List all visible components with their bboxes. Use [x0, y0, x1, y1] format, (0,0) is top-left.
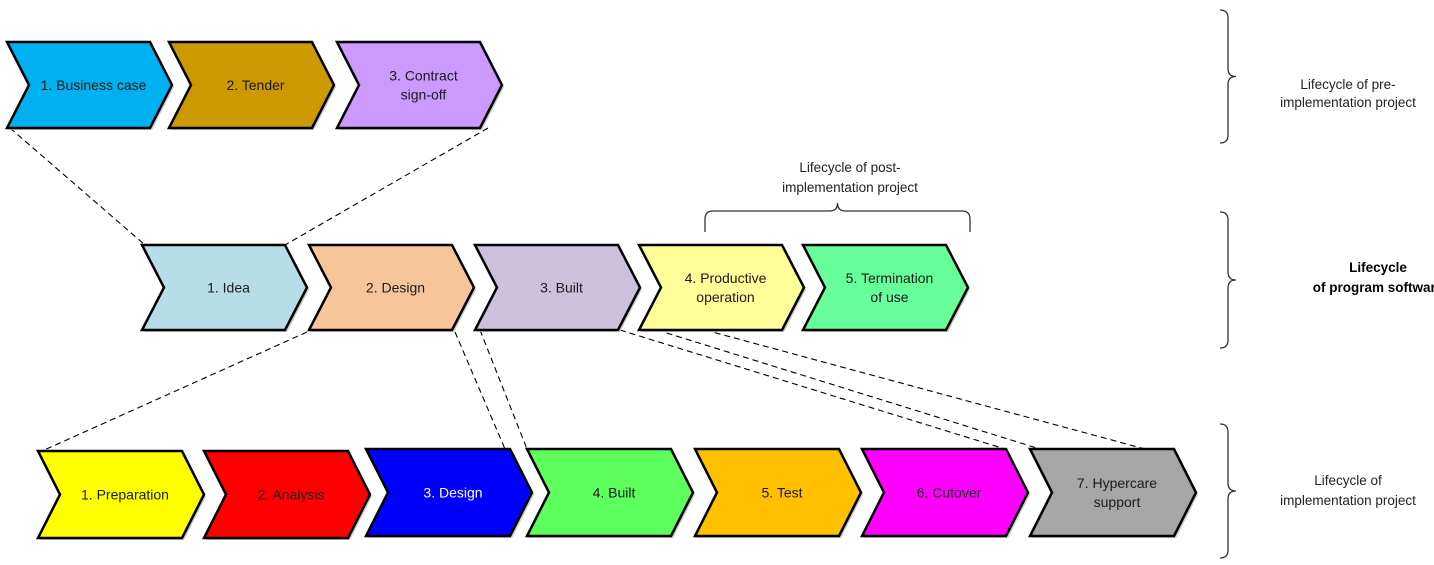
- chevron-shape: [35, 449, 206, 540]
- step-label: of use: [870, 289, 908, 305]
- step-label: 1. Preparation: [81, 487, 169, 503]
- bracket-post-implementation: Lifecycle of post-implementation project: [704, 160, 971, 232]
- step-label: 6. Cutover: [917, 485, 982, 501]
- row-label: implementation project: [1280, 493, 1416, 508]
- step-label: 1. Business case: [41, 77, 147, 93]
- step-program-software-1[interactable]: 1. Idea: [139, 243, 309, 332]
- chevron-shape: [1027, 447, 1198, 538]
- bracket-implementation: Lifecycle of implementation project: [1219, 423, 1416, 559]
- step-program-software-3[interactable]: 3. Built: [472, 243, 642, 332]
- step-label: 7. Hypercare: [1077, 475, 1157, 491]
- chevron-shape: [472, 243, 642, 332]
- step-label: 4. Built: [593, 485, 636, 501]
- step-program-software-4[interactable]: 4. Productive operation: [636, 243, 806, 332]
- step-label: 2. Design: [366, 280, 425, 296]
- chevron-shape: [800, 243, 970, 332]
- step-implementation-5[interactable]: 5. Test: [692, 447, 863, 538]
- step-label: 3. Built: [540, 280, 583, 296]
- curly-brace-icon: [1219, 9, 1237, 144]
- dashed-connector: [41, 331, 308, 452]
- curly-brace-icon: [704, 202, 971, 232]
- step-label: 5. Termination: [846, 270, 934, 286]
- chevron-rows: 1. Business case 2. Tender 3. Contract sign…: [4, 40, 1198, 540]
- row-label: Lifecycle of: [1314, 473, 1382, 488]
- row-pre-implementation: 1. Business case 2. Tender 3. Contract sign…: [4, 40, 504, 130]
- post-implementation-label: implementation project: [782, 180, 918, 195]
- row-program-software: 1. Idea 2. Design 3. Built 4. Productive ope…: [139, 243, 970, 332]
- chevron-shape: [201, 449, 372, 540]
- chevron-shape: [363, 447, 534, 538]
- step-label: 3. Contract: [389, 68, 458, 84]
- chevron-shape: [692, 447, 863, 538]
- step-label: 4. Productive: [685, 270, 767, 286]
- dashed-connector: [9, 127, 146, 246]
- curly-brace-icon: [1219, 211, 1237, 349]
- step-label: 3. Design: [423, 485, 482, 501]
- row-label: implementation project: [1280, 95, 1416, 110]
- step-label: support: [1094, 494, 1141, 510]
- step-label: operation: [696, 289, 754, 305]
- step-label: 1. Idea: [207, 280, 250, 296]
- chevron-shape: [524, 447, 695, 538]
- chevron-shape: [859, 447, 1030, 538]
- step-label: 5. Test: [762, 485, 803, 501]
- bracket-program-software: Lifecycle of program software: [1219, 211, 1434, 349]
- chevron-shape: [139, 243, 309, 332]
- step-label: 2. Analysis: [258, 487, 325, 503]
- dashed-connector: [454, 331, 506, 450]
- post-implementation-label: Lifecycle of post-: [799, 160, 900, 175]
- row-label: of program software: [1313, 280, 1434, 295]
- step-pre-implementation-3[interactable]: 3. Contract sign-off: [334, 40, 504, 130]
- row-label: Lifecycle: [1349, 260, 1407, 275]
- dashed-connector: [704, 329, 1146, 450]
- bracket-pre-implementation: Lifecycle of pre-implementation project: [1219, 9, 1416, 144]
- row-label: Lifecycle of pre-: [1300, 77, 1395, 92]
- step-implementation-1[interactable]: 1. Preparation: [35, 449, 206, 540]
- step-implementation-4[interactable]: 4. Built: [524, 447, 695, 538]
- step-pre-implementation-2[interactable]: 2. Tender: [166, 40, 336, 130]
- step-label: 2. Tender: [226, 77, 284, 93]
- chevron-shape: [306, 243, 476, 332]
- connector-lines: [9, 127, 1146, 452]
- chevron-shape: [166, 40, 336, 130]
- brackets: Lifecycle of pre-implementation projectL…: [704, 9, 1434, 559]
- chevron-shape: [334, 40, 504, 130]
- step-implementation-7[interactable]: 7. Hypercare support: [1027, 447, 1198, 538]
- chevron-shape: [636, 243, 806, 332]
- step-implementation-6[interactable]: 6. Cutover: [859, 447, 1030, 538]
- dashed-connector: [284, 127, 489, 246]
- dashed-connector: [479, 329, 528, 450]
- step-program-software-2[interactable]: 2. Design: [306, 243, 476, 332]
- step-implementation-2[interactable]: 2. Analysis: [201, 449, 372, 540]
- curly-brace-icon: [1219, 423, 1237, 559]
- step-implementation-3[interactable]: 3. Design: [363, 447, 534, 538]
- dashed-connector: [656, 329, 1041, 450]
- step-label: sign-off: [401, 87, 447, 103]
- chevron-shape: [4, 40, 174, 130]
- step-program-software-5[interactable]: 5. Termination of use: [800, 243, 970, 332]
- dashed-connector: [619, 329, 1006, 450]
- step-pre-implementation-1[interactable]: 1. Business case: [4, 40, 174, 130]
- row-implementation: 1. Preparation 2. Analysis 3. Design 4. Bui…: [35, 447, 1198, 540]
